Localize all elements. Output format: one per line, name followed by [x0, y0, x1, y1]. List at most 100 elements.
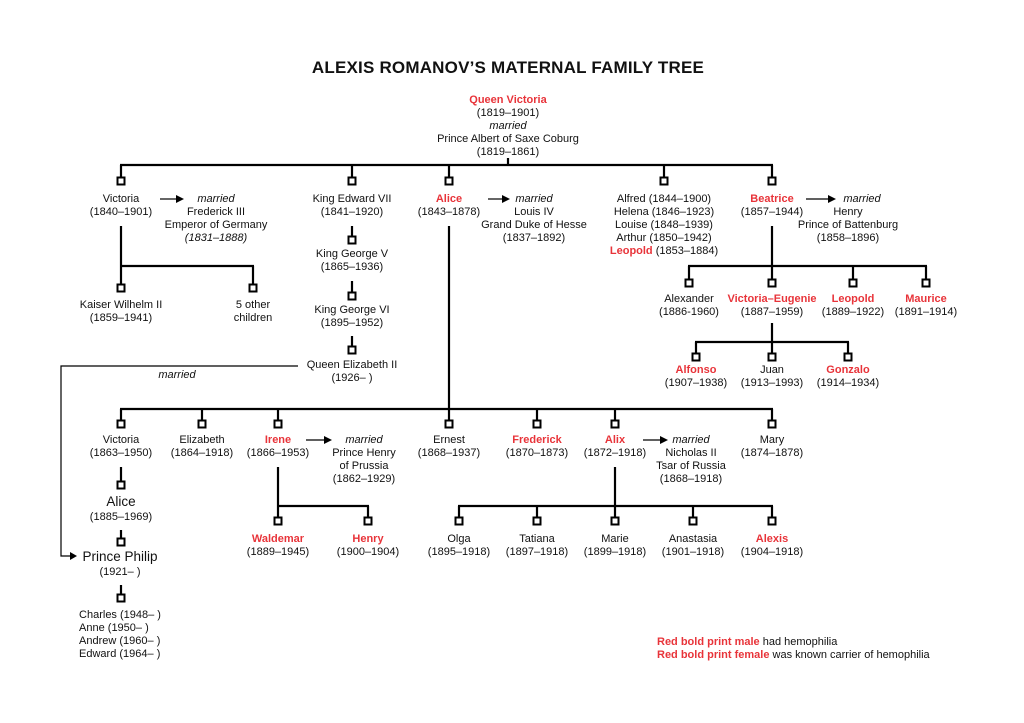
- person-node-square: [444, 419, 454, 429]
- person-name: Beatrice: [750, 193, 794, 205]
- person-node-square: [273, 419, 283, 429]
- person-name: Kaiser Wilhelm II: [79, 299, 163, 311]
- philip-children-list: Charles (1948– )Anne (1950– )Andrew (196…: [79, 609, 161, 661]
- legend-red-text: Red bold print male: [657, 636, 760, 648]
- person-dates: (1864–1918): [170, 447, 234, 459]
- child-item: Charles (1948– ): [79, 609, 161, 621]
- person-dates: (1872–1918): [583, 447, 647, 459]
- person-dates: (1870–1873): [505, 447, 569, 459]
- spouse-name-line: Tsar of Russia: [656, 460, 726, 472]
- person-node-square: [116, 593, 126, 603]
- person-alexander: Alexander(1886-1960): [659, 293, 719, 319]
- person-dates: (1926– ): [331, 372, 373, 384]
- person-node-square: [116, 283, 126, 293]
- person-beatrice: Beatrice(1857–1944): [741, 193, 803, 219]
- person-alfonso: Alfonso(1907–1938): [665, 364, 727, 390]
- person-node-square: [532, 516, 542, 526]
- legend-item-male: Red bold print male had hemophilia: [657, 636, 930, 649]
- person-edward7: King Edward VII(1841–1920): [313, 193, 392, 219]
- spouse-name-line: Nicholas II: [665, 447, 717, 459]
- person-dates: (1904–1918): [740, 546, 804, 558]
- sibling-item: Helena (1846–1923): [610, 206, 718, 219]
- person-node-square: [659, 176, 669, 186]
- person-name: Queen Elizabeth II: [306, 359, 398, 371]
- person-name: Mary: [759, 434, 785, 446]
- person-dates: (1874–1878): [740, 447, 804, 459]
- person-name: Maurice: [905, 293, 947, 305]
- spouse-name-line: Prince Henry: [332, 447, 396, 459]
- person-anastasia: Anastasia(1901–1918): [662, 533, 724, 559]
- person-node-square: [688, 516, 698, 526]
- person-wilhelm2: Kaiser Wilhelm II(1859–1941): [80, 299, 163, 325]
- person-dates: (1863–1950): [89, 447, 153, 459]
- person-name: Victoria: [102, 434, 140, 446]
- root-queen-victoria: Queen Victoria (1819–1901) married Princ…: [437, 94, 579, 159]
- person-node-square: [691, 352, 701, 362]
- person-node-square: [116, 419, 126, 429]
- person-node-square: [767, 419, 777, 429]
- person-node-square: [843, 352, 853, 362]
- person-dates: (1865–1936): [320, 261, 384, 273]
- person-name: Alice: [435, 193, 463, 205]
- spouse-name-line: Henry: [833, 206, 863, 218]
- person-dates: (1913–1993): [740, 377, 804, 389]
- person-dates: (1907–1938): [664, 377, 728, 389]
- sibling-item: Leopold (1853–1884): [610, 245, 718, 258]
- person-name: Henry: [352, 533, 384, 545]
- married-label: married: [672, 434, 710, 446]
- spouse-name-line: Louis IV: [514, 206, 554, 218]
- legend: Red bold print male had hemophilia Red b…: [657, 636, 930, 662]
- person-name: 5 other: [235, 299, 271, 311]
- person-elizabeth2: Queen Elizabeth II(1926– ): [307, 359, 398, 385]
- person-node-square: [347, 176, 357, 186]
- person-olga: Olga(1895–1918): [428, 533, 490, 559]
- person-name: Frederick: [512, 434, 562, 446]
- spouse-dates: (1819–1861): [476, 146, 540, 158]
- spouse-name-line: Grand Duke of Hesse: [481, 219, 587, 231]
- person-dates: (1819–1901): [476, 107, 540, 119]
- person-name: Alix: [604, 434, 626, 446]
- married-label: married: [197, 193, 235, 205]
- person-dates: (1921– ): [99, 566, 141, 578]
- person-dates: (1866–1953): [246, 447, 310, 459]
- person-juan: Juan(1913–1993): [741, 364, 803, 390]
- married-label: married: [843, 193, 881, 205]
- married-label: married: [345, 434, 383, 446]
- person-dates: (1885–1969): [89, 511, 153, 523]
- person-henry1900: Henry(1900–1904): [337, 533, 399, 559]
- legend-item-female: Red bold print female was known carrier …: [657, 649, 930, 662]
- person-marie: Marie(1899–1918): [584, 533, 646, 559]
- person-node-square: [363, 516, 373, 526]
- person-name: Gonzalo: [826, 364, 870, 376]
- person-name: Victoria: [102, 193, 140, 205]
- person-node-square: [848, 278, 858, 288]
- person-alix: Alix(1872–1918): [584, 434, 646, 460]
- person-dates: (1895–1952): [320, 317, 384, 329]
- person-dates: (1897–1918): [505, 546, 569, 558]
- spouse-name-line: of Prussia: [339, 460, 389, 472]
- person-name: Ernest: [433, 434, 465, 446]
- person-dates: (1846–1923): [651, 206, 715, 218]
- person-node-square: [610, 516, 620, 526]
- person-node-square: [767, 278, 777, 288]
- person-name: Elizabeth: [179, 434, 225, 446]
- person-dates: (1840–1901): [89, 206, 153, 218]
- person-name: King Edward VII: [312, 193, 392, 205]
- person-node-square: [767, 352, 777, 362]
- person-node-square: [610, 419, 620, 429]
- person-node-square: [197, 419, 207, 429]
- person-philip: Prince Philip(1921– ): [82, 548, 157, 580]
- person-dates: (1914–1934): [816, 377, 880, 389]
- person-dates: (1900–1904): [336, 546, 400, 558]
- spouse-name: Prince Albert of Saxe Coburg: [437, 133, 579, 145]
- person-name: Alfonso: [675, 364, 717, 376]
- person-node-square: [444, 176, 454, 186]
- sibling-item: Louise (1848–1939): [610, 219, 718, 232]
- person-name: Alfred: [616, 193, 646, 205]
- spouse-dates: (1837–1892): [502, 232, 566, 244]
- spouse-name-line: Frederick III: [186, 206, 246, 218]
